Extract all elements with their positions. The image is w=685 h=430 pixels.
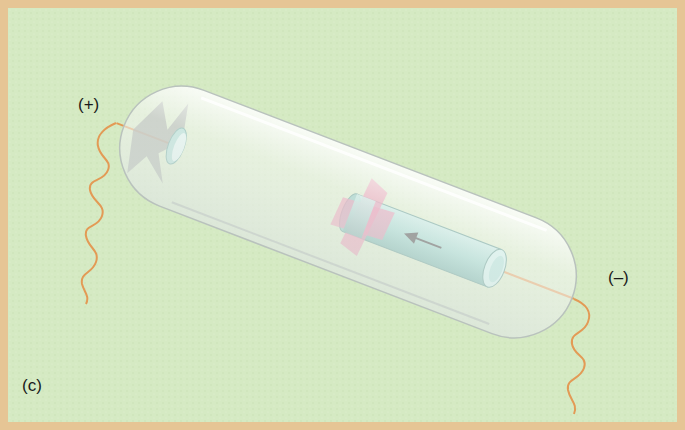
panel-letter: (c) — [22, 376, 42, 396]
anode-wire — [82, 123, 116, 304]
anode-sign: (+) — [78, 95, 99, 115]
cathode-wire — [568, 299, 589, 414]
background-panel — [8, 8, 677, 422]
cathode-sign: (–) — [608, 268, 629, 288]
glass-tube — [102, 68, 595, 356]
glass-highlight — [201, 98, 546, 231]
glass-shade — [172, 202, 489, 324]
